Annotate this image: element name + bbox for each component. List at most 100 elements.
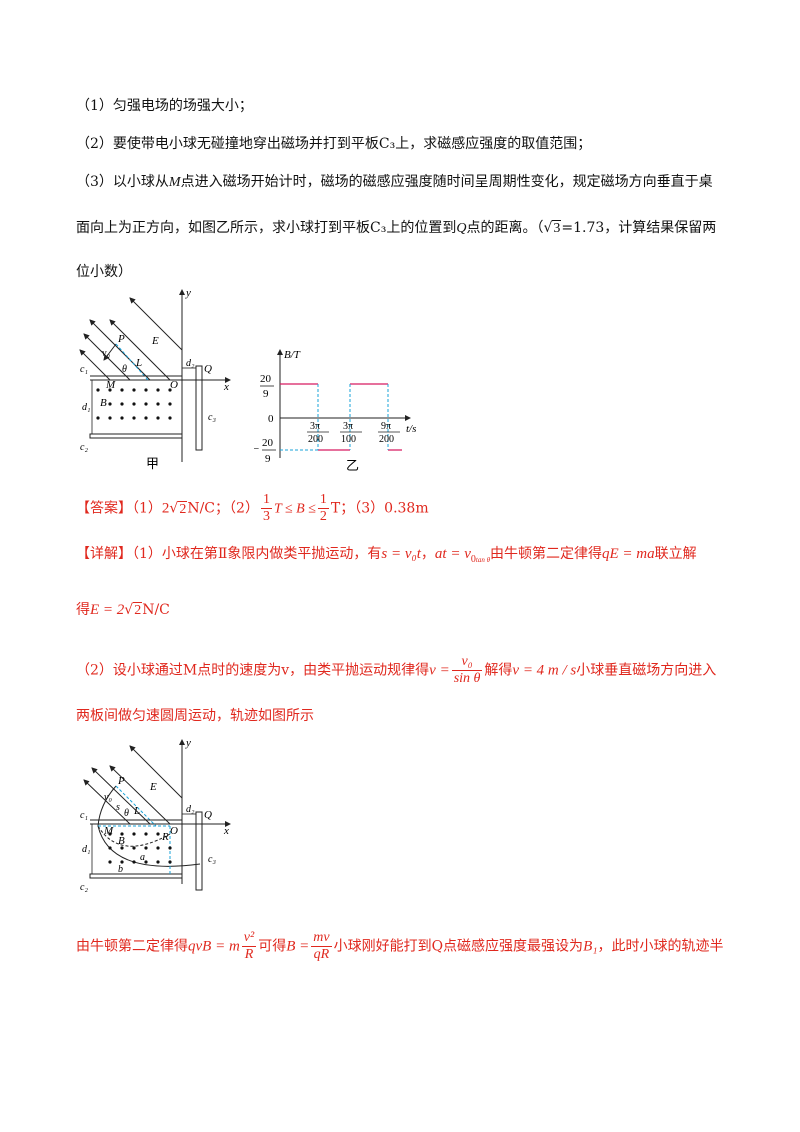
label-p: P bbox=[117, 333, 125, 345]
point-m-label: M bbox=[168, 175, 181, 190]
detail-text: 由牛顿第二定律得 bbox=[76, 938, 188, 955]
label-b-point: b bbox=[118, 864, 123, 875]
label-x: x bbox=[223, 381, 229, 393]
answer-unit: T； bbox=[330, 500, 355, 517]
tick-t3-den: 200 bbox=[379, 434, 394, 445]
label-s: s bbox=[116, 802, 120, 813]
detail-text: 解得 bbox=[484, 662, 513, 679]
label-d1: d₁ bbox=[82, 844, 90, 855]
equation: s = v₀t bbox=[381, 546, 421, 562]
guide-line bbox=[115, 343, 149, 381]
answer-part: （2） bbox=[229, 500, 259, 517]
circular-trajectory bbox=[97, 825, 201, 867]
tick-neg-sign: − bbox=[254, 443, 259, 455]
equation: B₁ bbox=[583, 938, 598, 955]
field-line bbox=[109, 765, 171, 825]
sqrt-value: 3 bbox=[552, 220, 562, 236]
detail-text: 得 bbox=[76, 602, 90, 618]
figure-trajectory: y x P v₀ s θ L E c₁ M O Q d₂ d₁ B c₃ c₂ … bbox=[80, 737, 231, 893]
detail-text: 由牛顿第二定律得 bbox=[490, 546, 603, 562]
label-c3: c₃ bbox=[208, 854, 216, 865]
label-c3: c₃ bbox=[208, 412, 216, 423]
label-b: B bbox=[118, 835, 125, 847]
b-waveform bbox=[280, 383, 402, 451]
tick-pos-den: 9 bbox=[263, 388, 269, 400]
q3-text: （3）以小球从 bbox=[76, 174, 169, 190]
equation: B = bbox=[286, 938, 310, 955]
field-dots bbox=[96, 388, 172, 420]
question-3-line-3: 位小数） bbox=[76, 264, 132, 280]
q3-text: 面向上为正方向，如图乙所示，求小球打到平板C₃上的位置到 bbox=[76, 220, 457, 236]
label-y: y bbox=[185, 287, 191, 299]
plate-c3 bbox=[195, 811, 203, 891]
field-line bbox=[109, 319, 171, 381]
tick-t1-num: 3π bbox=[310, 421, 320, 432]
label-b: B bbox=[100, 397, 107, 409]
field-line bbox=[91, 767, 151, 825]
label-m: M bbox=[105, 379, 116, 391]
caption-jia: 甲 bbox=[146, 456, 159, 471]
guide-line bbox=[115, 785, 157, 827]
caption-yi: 乙 bbox=[346, 458, 359, 473]
equation-sub: 0 bbox=[470, 553, 476, 565]
label-c1: c₁ bbox=[80, 810, 88, 821]
detail-1-line-1: 【详解】（1）小球在第Ⅱ象限内做类平抛运动，有s = v₀t，at = v0ta… bbox=[76, 544, 697, 570]
label-q: Q bbox=[204, 363, 212, 375]
detail-text: ，此时小球的轨迹半 bbox=[597, 938, 724, 955]
label-o: O bbox=[170, 825, 178, 837]
radicand: 2 bbox=[133, 602, 143, 618]
detail-text: 联立解 bbox=[654, 546, 697, 562]
label-e: E bbox=[149, 781, 157, 793]
answer-unit: N/C； bbox=[187, 500, 230, 517]
label-r: R bbox=[161, 831, 169, 843]
label-t-axis: t/s bbox=[406, 423, 416, 435]
label-p: P bbox=[117, 775, 125, 787]
answer-ineq: T ≤ B ≤ bbox=[273, 501, 316, 517]
field-line bbox=[129, 745, 183, 799]
detail-2-line-2: 两板间做匀速圆周运动，轨迹如图所示 bbox=[76, 708, 314, 724]
figure-jia: y x P v₀ θ L E c₁ M O Q d₂ d₁ B c₃ c₂ 甲 bbox=[79, 287, 231, 471]
tick-t2-den: 100 bbox=[341, 434, 356, 445]
question-3-line-1: （3）以小球从M点进入磁场开始计时，磁场的磁感应强度随时间呈周期性变化，规定磁场… bbox=[76, 172, 713, 193]
plate-c3 bbox=[195, 365, 203, 451]
detail-text: ， bbox=[420, 546, 435, 562]
point-q-label: Q bbox=[456, 221, 467, 236]
label-m: M bbox=[103, 825, 114, 837]
equation: qvB = m bbox=[188, 938, 240, 955]
label-c2: c₂ bbox=[80, 882, 88, 893]
question-2: （2）要使带电小球无碰撞地穿出磁场并打到平板C₃上，求磁感应强度的取值范围； bbox=[76, 136, 592, 152]
detail-1-line-2: 得E = 2√2N/C bbox=[76, 602, 170, 618]
label-q: Q bbox=[204, 809, 212, 821]
tick-neg-num: 20 bbox=[262, 437, 274, 449]
label-theta: θ bbox=[124, 808, 129, 819]
detail-text: 小球刚好能打到Q点磁感应强度最强设为 bbox=[333, 938, 584, 955]
field-line bbox=[79, 349, 111, 381]
field-line bbox=[129, 297, 183, 351]
label-e: E bbox=[151, 335, 159, 347]
q3-text: 点进入磁场开始计时，磁场的磁感应强度随时间呈周期性变化，规定磁场方向垂直于桌 bbox=[180, 174, 713, 190]
question-1: （1）匀强电场的场强大小； bbox=[76, 98, 253, 114]
field-line bbox=[89, 319, 151, 381]
answer-coef: 2 bbox=[161, 500, 170, 517]
label-d2: d₂ bbox=[186, 804, 195, 815]
label-l: L bbox=[135, 357, 142, 369]
label-origin: 0 bbox=[268, 413, 274, 425]
question-3-line-2: 面向上为正方向，如图乙所示，求小球打到平板C₃上的位置到Q点的距离。（√3=1.… bbox=[76, 220, 717, 236]
detail-text: 小球垂直磁场方向进入 bbox=[576, 662, 717, 679]
detail-text: （2）设小球通过M点时的速度为v，由类平抛运动规律得 bbox=[76, 662, 430, 679]
answer-part: （1） bbox=[132, 500, 162, 517]
equation-tiny: tan θ bbox=[475, 555, 491, 564]
parabola-path bbox=[97, 785, 117, 827]
label-v0: v₀ bbox=[102, 348, 110, 359]
label-d2: d₂ bbox=[186, 358, 195, 369]
answer-tag: 【答案】 bbox=[76, 500, 132, 517]
equation: qE = ma bbox=[602, 546, 655, 562]
unit: N/C bbox=[142, 602, 170, 618]
